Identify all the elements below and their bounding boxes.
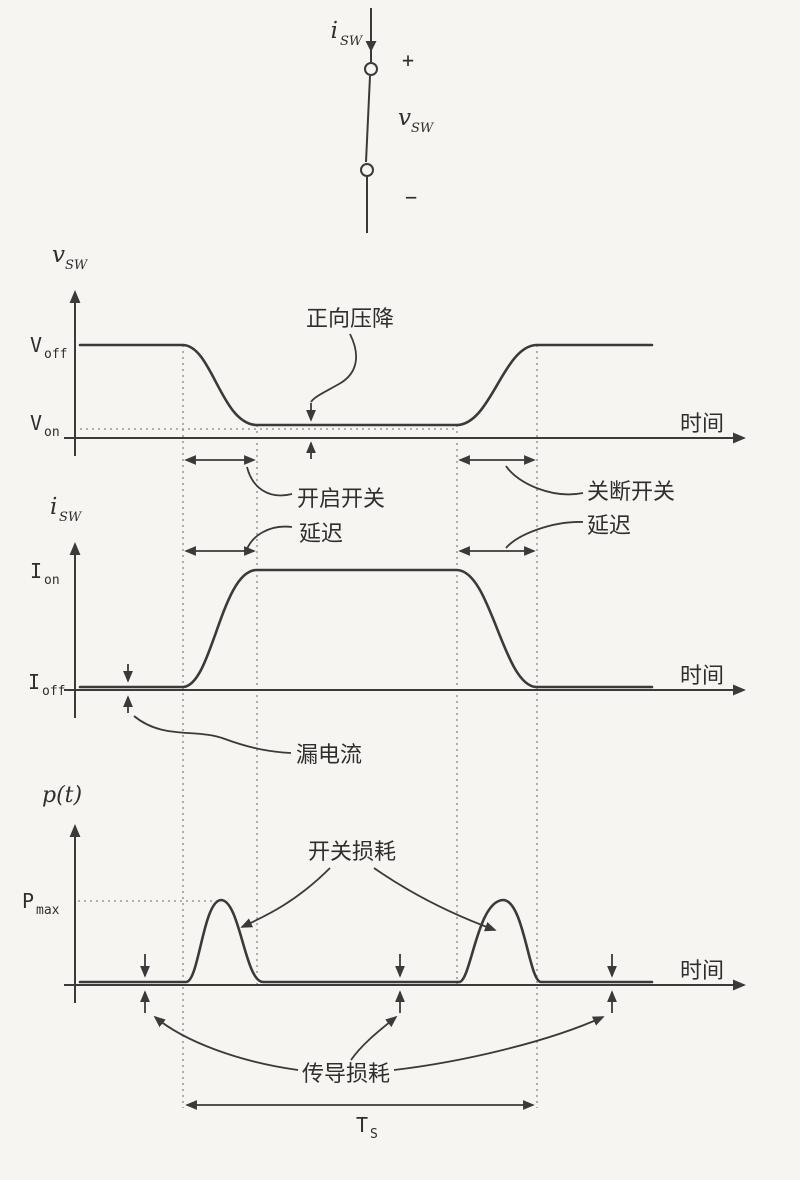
turnon-delay-label-line2: 延迟 — [299, 521, 343, 546]
conduction-loss-leader-middle — [350, 1015, 398, 1061]
plus-sign: + — [402, 48, 414, 72]
turnoff-delay-label-line2: 延迟 — [587, 513, 631, 538]
conduction-loss-leader-left — [153, 1015, 299, 1071]
current-axis-subscript: SW — [59, 510, 83, 525]
ioff-label: I — [28, 670, 40, 694]
forward-drop-annotation: 正向压降 — [306, 306, 394, 459]
switch-bottom-terminal — [360, 163, 374, 177]
switch-voltage-subscript: SW — [411, 121, 435, 136]
current-waveform — [78, 568, 654, 689]
switching-loss-leader-left — [240, 867, 331, 928]
period-label: T — [356, 1113, 368, 1137]
voltage-axis-label: v — [52, 242, 65, 268]
minus-sign: − — [405, 185, 417, 209]
leakage-leader — [133, 715, 292, 754]
forward-drop-leader — [310, 333, 357, 403]
switch-top-terminal — [364, 62, 378, 76]
voff-label: V — [30, 333, 42, 357]
leakage-annotation: 漏电流 — [123, 664, 362, 767]
switching-loss-label: 开关损耗 — [308, 839, 396, 864]
switch-voltage-label: v — [398, 105, 411, 131]
voltage-waveform — [78, 343, 654, 427]
pmax-label: P — [22, 889, 34, 913]
turnoff-leader-lower — [505, 521, 584, 549]
switch-blade — [365, 75, 371, 163]
turnoff-leader-upper — [505, 465, 584, 496]
current-axis-label: i — [50, 494, 57, 520]
ion-label: I — [30, 559, 42, 583]
period-annotation: T S — [185, 1100, 535, 1142]
period-subscript: S — [370, 1127, 378, 1142]
pmax-subscript: max — [36, 903, 60, 918]
leakage-label: 漏电流 — [296, 742, 362, 767]
switch-symbol: i SW + v SW − — [331, 8, 435, 233]
conduction-loss-label: 传导损耗 — [302, 1061, 390, 1086]
turnoff-delay-label-line1: 关断开关 — [587, 479, 675, 504]
delay-annotations: 开启开关 延迟 关断开关 延迟 — [184, 455, 675, 556]
dotted-guides — [78, 345, 538, 1108]
voltage-plot: v SW V off V on 时间 正向压降 — [30, 242, 746, 459]
forward-drop-label: 正向压降 — [306, 306, 394, 331]
power-time-label: 时间 — [680, 958, 724, 983]
switch-current-label: i — [331, 18, 338, 44]
switching-loss-annotation: 开关损耗 — [240, 839, 497, 932]
power-plot: p(t) P max 时间 开关损耗 传导损耗 T S — [22, 783, 746, 1142]
ioff-subscript: off — [42, 684, 65, 699]
current-plot: i SW I on I off 时间 漏电流 — [28, 494, 746, 767]
conduction-loss-leader-right — [393, 1016, 605, 1071]
turnon-leader-upper — [246, 466, 293, 497]
current-direction-arrow-icon — [365, 41, 377, 52]
von-subscript: on — [44, 425, 60, 440]
turnon-delay-label-line1: 开启开关 — [297, 486, 385, 511]
current-time-label: 时间 — [680, 663, 724, 688]
voltage-axis-subscript: SW — [65, 258, 89, 273]
switch-current-subscript: SW — [340, 34, 364, 49]
von-label: V — [30, 411, 42, 435]
voff-subscript: off — [44, 347, 67, 362]
power-waveform — [78, 898, 654, 984]
conduction-loss-annotation: 传导损耗 — [140, 954, 617, 1086]
voltage-time-label: 时间 — [680, 411, 724, 436]
power-axis-label: p(t) — [42, 783, 82, 808]
switching-loss-leader-right — [373, 867, 497, 932]
ion-subscript: on — [44, 573, 60, 588]
turnon-leader-lower — [246, 525, 293, 550]
